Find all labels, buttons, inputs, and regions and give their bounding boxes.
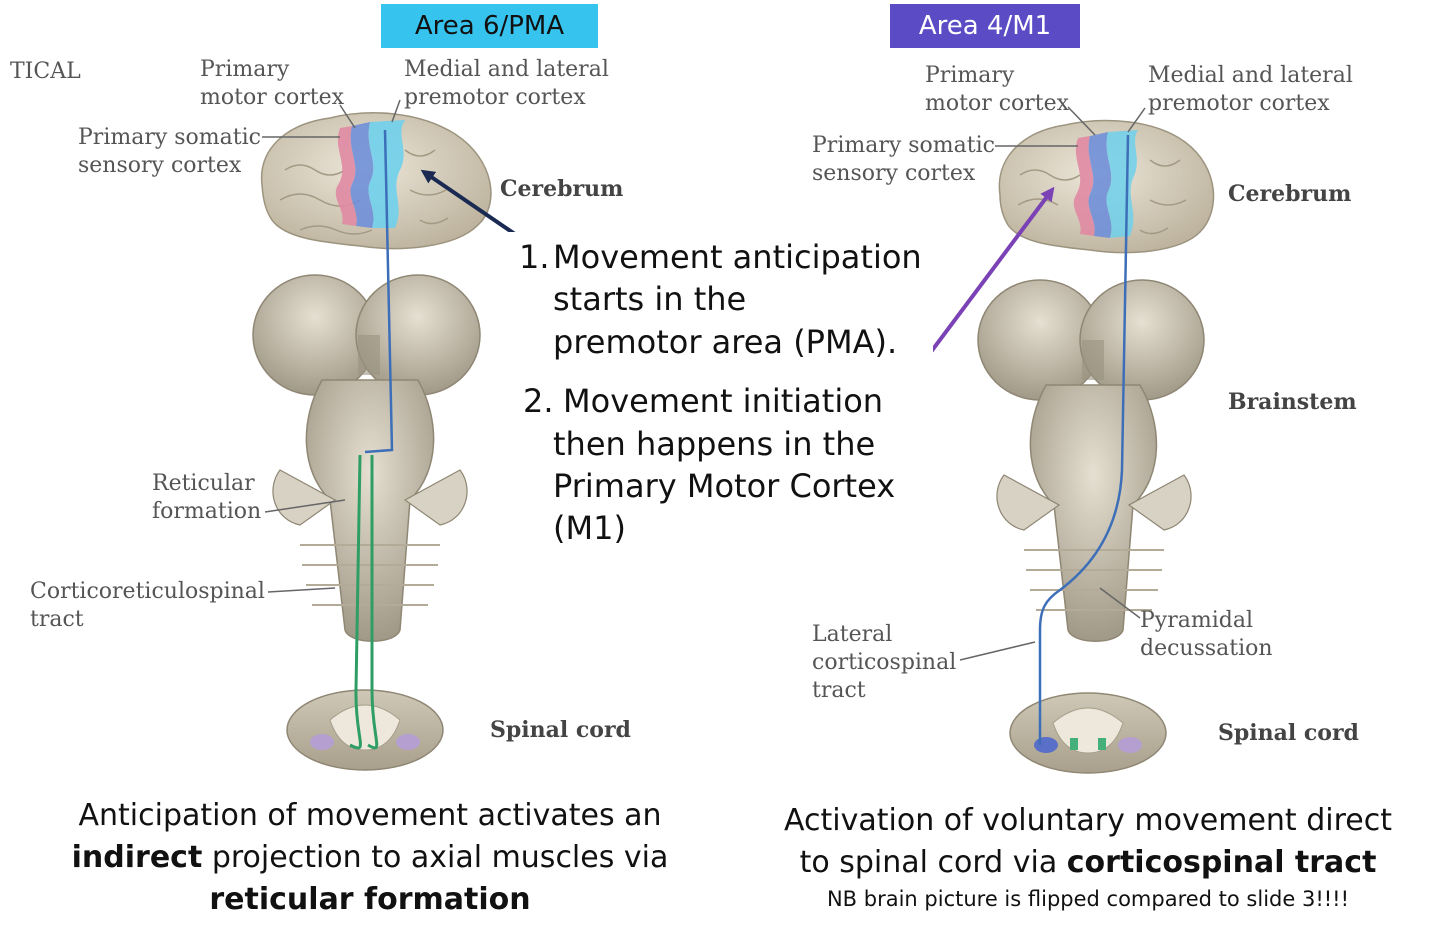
right-leader-lines — [959, 106, 1146, 661]
left-caption-line2-rest: projection to axial muscles via — [202, 840, 669, 875]
left-brainstem — [252, 274, 481, 642]
left-somatic-label: Primary somatic sensory cortex — [78, 124, 261, 180]
lateral-cst-line3: tract — [812, 678, 866, 703]
right-caption-note: NB brain picture is flipped compared to … — [826, 887, 1350, 911]
corticoreticulospinal-line1: Corticoreticulospinal — [30, 579, 265, 604]
left-caption-line2: indirect projection to axial muscles via — [30, 837, 710, 879]
left-primary-motor-line2: motor cortex — [200, 85, 345, 110]
left-figure — [252, 99, 530, 771]
area4-m1-tag: Area 4/M1 — [890, 4, 1080, 48]
area4-m1-tag-text: Area 4/M1 — [918, 11, 1052, 41]
left-premotor-line2: premotor cortex — [404, 85, 586, 110]
step2-line1: Movement initiation — [563, 382, 884, 420]
step1-line1: Movement anticipation — [553, 238, 922, 276]
right-caption: Activation of voluntary movement direct … — [748, 800, 1428, 914]
left-caption-indirect: indirect — [71, 840, 203, 875]
area6-pma-tag: Area 6/PMA — [381, 4, 598, 48]
right-caption-line1: Activation of voluntary movement direct — [784, 803, 1392, 838]
left-somatic-line2: sensory cortex — [78, 153, 242, 178]
right-somatic-label: Primary somatic sensory cortex — [812, 132, 995, 188]
right-spinal-cord-label: Spinal cord — [1218, 720, 1359, 746]
right-caption-line2: to spinal cord via corticospinal tract — [748, 842, 1428, 884]
right-premotor-line1: Medial and lateral — [1148, 63, 1353, 88]
step1-line2: starts in the — [553, 280, 747, 318]
right-somatic-line1: Primary somatic — [812, 133, 995, 158]
cut-heading-fragment: TICAL — [10, 59, 81, 84]
pyramidal-line1: Pyramidal — [1140, 608, 1253, 633]
step2-line3: Primary Motor Cortex — [553, 467, 896, 505]
arrow-to-premotor — [420, 169, 530, 245]
right-cerebrum-label: Cerebrum — [1228, 181, 1352, 207]
pyramidal-line2: decussation — [1140, 636, 1273, 661]
reticular-formation-label: Reticular formation — [152, 470, 261, 526]
left-premotor-label: Medial and lateral premotor cortex — [404, 56, 609, 112]
right-brainstem — [977, 279, 1205, 642]
left-primary-motor-line1: Primary — [200, 57, 290, 82]
step2-line4: (M1) — [553, 509, 626, 547]
steps-textbox: 1. Movement anticipation starts in the p… — [505, 232, 933, 554]
lateral-cst-line2: corticospinal — [812, 650, 957, 675]
left-cerebrum-label: Cerebrum — [500, 176, 624, 202]
right-somatic-line2: sensory cortex — [812, 161, 976, 186]
right-spinal-cord — [1009, 692, 1167, 774]
right-figure — [890, 106, 1215, 774]
left-spinal-cord-label: Spinal cord — [490, 717, 631, 743]
right-premotor-label: Medial and lateral premotor cortex — [1148, 62, 1353, 118]
area6-pma-tag-text: Area 6/PMA — [414, 11, 565, 41]
corticoreticulospinal-label: Corticoreticulospinal tract — [30, 578, 265, 634]
left-reticulospinal-tract — [349, 454, 379, 750]
left-somatic-line1: Primary somatic — [78, 125, 261, 150]
right-premotor-line2: premotor cortex — [1148, 91, 1330, 116]
right-caption-line2-pre: to spinal cord via — [799, 845, 1067, 880]
step1-line3: premotor area (PMA). — [553, 323, 898, 361]
left-caption: Anticipation of movement activates an in… — [30, 795, 710, 921]
left-premotor-line1: Medial and lateral — [404, 57, 609, 82]
brainstem-label: Brainstem — [1228, 389, 1357, 415]
corticoreticulospinal-line2: tract — [30, 607, 84, 632]
right-primary-motor-label: Primary motor cortex — [925, 62, 1069, 118]
step2-line2: then happens in the — [553, 425, 876, 463]
right-primary-motor-line2: motor cortex — [925, 91, 1070, 116]
reticular-line2: formation — [152, 499, 262, 524]
reticular-line1: Reticular — [152, 471, 255, 496]
right-corticospinal-tract — [1038, 134, 1130, 745]
left-caption-line1: Anticipation of movement activates an — [78, 798, 662, 833]
left-cortical-descending-tract — [364, 129, 394, 454]
left-spinal-cord — [286, 689, 444, 771]
right-cerebrum — [998, 119, 1215, 254]
step1-number: 1. — [519, 238, 550, 276]
left-caption-line3: reticular formation — [30, 879, 710, 921]
left-leader-lines — [262, 99, 401, 593]
pyramidal-decussation-label: Pyramidal decussation — [1140, 607, 1273, 663]
left-caption-reticular: reticular formation — [209, 882, 531, 917]
lateral-cst-line1: Lateral — [812, 622, 893, 647]
left-primary-motor-label: Primary motor cortex — [200, 56, 344, 112]
lateral-corticospinal-label: Lateral corticospinal tract — [812, 621, 956, 705]
right-primary-motor-line1: Primary — [925, 63, 1015, 88]
left-cerebrum — [260, 112, 492, 250]
right-caption-corticospinal: corticospinal tract — [1066, 845, 1377, 880]
step2-number: 2. — [523, 382, 554, 420]
